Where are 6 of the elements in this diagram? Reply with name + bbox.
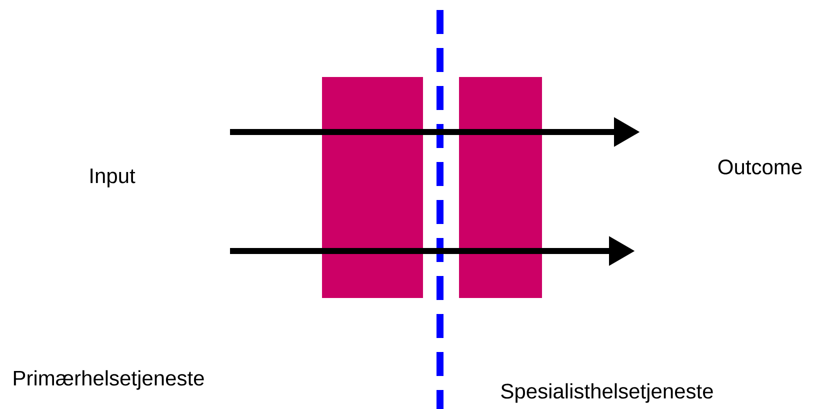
bar	[322, 77, 423, 298]
area-label: Spesialisthelsetjeneste	[501, 383, 713, 403]
area-label: Input	[90, 168, 136, 188]
bar	[459, 77, 542, 298]
area-label: Primærhelsetjeneste	[14, 370, 204, 390]
area-label: Outcome	[718, 160, 802, 174]
